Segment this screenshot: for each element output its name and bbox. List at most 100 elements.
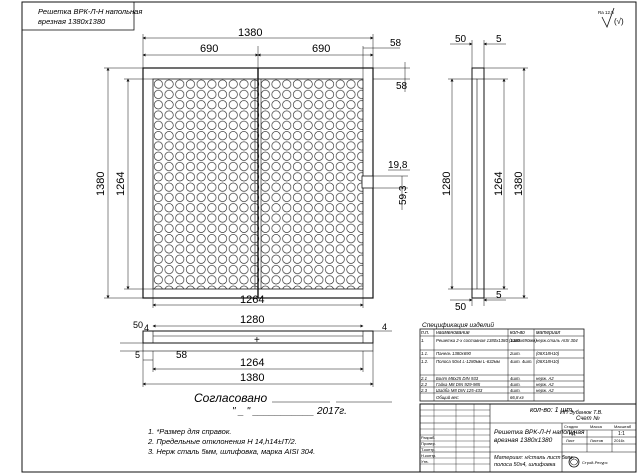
side-frame-outer xyxy=(471,67,485,299)
spec-cell-5-1: Шайба М8 DIN 125-433 xyxy=(436,388,483,393)
dim-half-left: 690 xyxy=(200,43,218,55)
spec-cell-2-2: 4шт. 4шт. xyxy=(510,359,533,364)
stamp-company: ИП Зубанюк Т.В. xyxy=(560,410,603,416)
spec-cell-3-3: нерж. А2 xyxy=(536,376,554,381)
sheet-hdr-2: Листов xyxy=(590,438,603,443)
sheet-hdr-1: Лист xyxy=(566,438,575,443)
side-dim-top-b: 5 xyxy=(496,34,502,45)
spec-cell-3-1: Болт М8x25 DIN 933 xyxy=(436,376,479,381)
note-2: 2. Предельные отклонения H 14,h14±IT/2. xyxy=(147,437,297,446)
bottom-dim-4b: 4 xyxy=(382,322,387,332)
sheet-hdr-3: 2016г. xyxy=(614,438,625,443)
notes: 1. *Размер для справок. 2. Предельные от… xyxy=(147,427,315,456)
title-stamp: ИП Зубанюк Т.В. Счет № Решетка ВРК-Л-Н н… xyxy=(419,403,637,473)
spec-cell-1-1: Панель 1380x690 xyxy=(436,351,471,356)
spec-cell-4-2: 4шт. xyxy=(510,382,521,387)
approval-date: " _ " ___________ 2017г. xyxy=(232,406,347,417)
stamp-role-4: Н.контр. xyxy=(421,453,436,458)
dim-edge-top: 58 xyxy=(390,38,402,49)
spec-cell-4-3: нерж. А2 xyxy=(536,382,554,387)
stamp-role-5: Утв. xyxy=(421,459,429,464)
bottom-dim-5: 5 xyxy=(135,350,140,360)
spec-cell-1-0: 1.1. xyxy=(421,351,428,356)
spec-cell-6-1: Общий вес: xyxy=(436,395,460,400)
stamp-role-2: Провер. xyxy=(421,441,436,446)
spec-cell-0-1: Решетка 2-х составная 1380x1380 (1380x69… xyxy=(436,338,537,343)
stamp-role-1: Разраб. xyxy=(421,435,435,440)
stamp-order: Счет № xyxy=(576,415,600,422)
side-dim-bot-b: 5 xyxy=(496,290,502,301)
approval-block: Согласовано " _ " ___________ 2017г. xyxy=(194,391,392,417)
spec-cell-4-1: Гайка М8 DIN 929-985 xyxy=(436,382,481,387)
stamp-role-3: Т.контр. xyxy=(421,447,436,452)
top-left-title-box: Решетка ВРК-Л-Н напольная врезная 1380x1… xyxy=(21,1,142,31)
side-view: 50 5 1280 1264 1380 5 50 xyxy=(441,34,528,313)
dim-half-right: 690 xyxy=(312,43,330,55)
spec-header-0: п.п. xyxy=(421,330,429,336)
roughness-label: Ra 12,5 xyxy=(598,10,614,15)
spec-cell-3-2: 4шт. xyxy=(510,376,521,381)
approval-agreed: Согласовано xyxy=(194,391,268,405)
stamp-material-2: полоса 50x4, шлифовка xyxy=(494,462,555,468)
spec-cell-5-0: 2.3 xyxy=(420,388,428,393)
spec-cell-2-3: (08X18H10) xyxy=(536,359,560,364)
sheet-border xyxy=(21,1,637,473)
bottom-dim-4a: 4 xyxy=(144,323,149,333)
title-line-2: врезная 1380x1380 xyxy=(38,17,106,26)
spec-cell-2-1: Полоса 50x4 L-1280мм L-632мм xyxy=(436,359,500,364)
side-dim-top-a: 50 xyxy=(455,34,467,45)
side-dim-inner: 1264 xyxy=(493,172,505,196)
stamp-product-2: врезная 1380x1380 xyxy=(494,437,553,444)
stage-hdr-3: Масштаб xyxy=(614,424,632,429)
spec-cell-6-2: 66,8 кг xyxy=(510,395,525,400)
quantity-line: кол-во: 1 шт. xyxy=(530,407,574,414)
spec-caption: Спецификация изделий xyxy=(422,321,494,329)
bottom-dim-1380: 1380 xyxy=(240,372,264,384)
stage-hdr-2: Масса xyxy=(590,424,603,429)
note-3: 3. Нерж сталь 5мм, шлифовка, марка AISI … xyxy=(148,447,315,456)
spec-cell-0-3: нерж.сталь AISI 304 xyxy=(536,338,578,343)
spec-cell-4-0: 2.2 xyxy=(420,382,428,387)
front-view: 1380 690 690 58 58 1380 1264 19,8 59,3 xyxy=(95,27,410,308)
spec-cell-0-0: 1. xyxy=(421,338,425,343)
spec-cell-2-0: 1.2. xyxy=(421,359,428,364)
bottom-view: + 1280 50 4 4 5 58 1264 1380 xyxy=(120,314,392,387)
stage-hdr-1: Стадия xyxy=(564,424,578,429)
stage-val-1: КД xyxy=(569,431,576,437)
spec-cell-5-2: 4шт. xyxy=(510,388,521,393)
stage-val-3: 1:1 xyxy=(618,431,625,437)
center-mark: + xyxy=(254,335,260,346)
lifting-slot xyxy=(361,175,374,189)
side-frame-inner xyxy=(476,78,485,290)
logo-text: Строй-Ресурс xyxy=(582,460,608,465)
bottom-dim-58: 58 xyxy=(176,350,188,361)
company-logo: Строй-Ресурс xyxy=(568,456,608,468)
dim-inner-width: 1264 xyxy=(240,294,264,306)
stamp-product-1: Решетка ВРК-Л-Н напольная xyxy=(494,429,585,436)
roughness-symbol: Ra 12,5 (√) xyxy=(598,7,624,29)
dim-overall-width: 1380 xyxy=(238,27,262,39)
bottom-dim-1264: 1264 xyxy=(240,357,264,369)
side-dim-height: 1280 xyxy=(441,172,453,196)
dim-edge-right: 58 xyxy=(396,81,408,92)
spec-cell-0-2: 1шт. xyxy=(510,338,521,343)
dim-overall-height: 1380 xyxy=(95,172,107,196)
spec-cell-1-3: (08X18H10) xyxy=(536,351,560,356)
title-line-1: Решетка ВРК-Л-Н напольная xyxy=(38,7,142,16)
spec-table: Спецификация изделий п.п. наименование кол… xyxy=(419,321,585,402)
stamp-material-1: Материал: н/сталь лист 5мм, xyxy=(494,455,574,461)
dim-slot-height: 59,3 xyxy=(398,185,409,205)
spec-header-1: наименование xyxy=(436,330,470,336)
spec-cell-5-3: нерж. А2 xyxy=(536,388,554,393)
spec-header-2: кол-во xyxy=(510,330,525,336)
spec-cell-3-0: 2.1 xyxy=(420,376,428,381)
dim-slot-width: 19,8 xyxy=(388,160,408,171)
spec-cell-1-2: 2шт. xyxy=(509,351,521,356)
side-dim-bot-a: 50 xyxy=(455,302,467,313)
bottom-dim-50: 50 xyxy=(133,320,143,330)
dim-inner-height: 1264 xyxy=(115,172,127,196)
bottom-dim-1280: 1280 xyxy=(240,314,264,326)
roughness-glyph: (√) xyxy=(614,17,624,26)
spec-header-3: материал xyxy=(536,330,560,336)
